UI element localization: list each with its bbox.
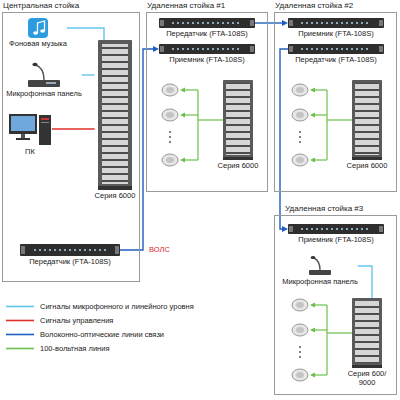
rack-icon xyxy=(352,80,382,160)
signal-line xyxy=(52,128,95,129)
icon-slot xyxy=(288,18,384,28)
icon-slot xyxy=(159,44,255,54)
microphone-icon xyxy=(309,256,331,275)
rack-icon xyxy=(352,298,382,368)
equipment-label: Фоновая музыка xyxy=(9,39,67,48)
fta-device xyxy=(288,44,384,54)
icon-slot xyxy=(28,18,48,38)
rack-region: Центральная стойкаФоновая музыкаМикрофон… xyxy=(2,12,140,282)
icon-slot xyxy=(20,244,120,256)
region-heading: Удаленная стойка #2 xyxy=(275,1,396,11)
connector-group xyxy=(255,20,288,26)
icon-slot xyxy=(352,80,382,160)
signal-line xyxy=(82,74,95,75)
signal-line xyxy=(255,22,282,23)
icon-slot xyxy=(22,62,66,88)
equipment-item: Передатчик (FTA-108S) xyxy=(20,244,120,266)
icon-slot xyxy=(8,112,52,146)
connector-group xyxy=(52,129,95,130)
equipment-label: Серия 6000 xyxy=(218,161,259,170)
equipment-item: Приемник (FTA-108S) xyxy=(288,18,384,38)
region-heading: Центральная стойка xyxy=(3,1,139,11)
icon-slot xyxy=(305,256,335,276)
arrowhead xyxy=(282,20,288,26)
speaker-arrow xyxy=(310,303,315,378)
rack-icon xyxy=(223,80,253,160)
speaker-arrow xyxy=(310,88,315,163)
rack-region: Удаленная стойка #1Передатчик (FTA-108S)… xyxy=(146,12,268,192)
legend-item: Сигналы микрофонного и линейного уровня xyxy=(40,302,194,311)
equipment-label: Серия 6000 xyxy=(347,161,388,170)
speaker-line xyxy=(185,90,223,160)
equipment-item: Микрофонная панель xyxy=(6,62,82,98)
connector-group xyxy=(67,28,104,40)
equipment-item: Передатчик (FTA-108S) xyxy=(159,18,255,38)
speaker-icon xyxy=(162,84,178,166)
rack-region: Удаленная стойка #3Приемник (FTA-108S)Ми… xyxy=(274,215,397,395)
equipment-label: Микрофонная панель xyxy=(282,277,358,286)
pc-icon xyxy=(9,114,51,145)
equipment-label: Передатчик (FTA-108S) xyxy=(295,55,377,64)
legend-text: 100-вольтная линия xyxy=(40,344,109,353)
fta-device xyxy=(159,18,255,28)
connector-group xyxy=(358,266,372,298)
equipment-item: Передатчик (FTA-108S) xyxy=(288,44,384,64)
signal-line xyxy=(358,266,372,298)
legend-item: Волоконно-оптические линии связи xyxy=(40,330,164,339)
legend-sample xyxy=(6,307,34,349)
icon-slot xyxy=(288,44,384,54)
equipment-label: Передатчик (FTA-108S) xyxy=(29,257,111,266)
region-heading: Удаленная стойка #1 xyxy=(147,1,267,11)
icon-slot xyxy=(223,80,253,160)
signal-line xyxy=(67,28,104,40)
equipment-label: Микрофонная панель xyxy=(6,89,82,98)
equipment-item: Приемник (FTA-108S) xyxy=(159,44,255,64)
equipment-item: Микрофонная панель xyxy=(282,256,358,286)
signal-line xyxy=(120,49,153,250)
speaker-arrow xyxy=(180,88,185,163)
icon-slot xyxy=(288,224,384,234)
equipment-item: ПК xyxy=(8,112,52,156)
legend-item: 100-вольтная линия xyxy=(40,344,109,353)
speaker-icon xyxy=(292,84,308,166)
legend-item: Сигналы управления xyxy=(40,316,113,325)
equipment-item: Серия 6000 xyxy=(218,80,259,170)
equipment-label: Серия 600/ 9000 xyxy=(343,369,391,387)
microphone-icon xyxy=(28,63,60,87)
rack-region: Удаленная стойка #2Приемник (FTA-108S)Пе… xyxy=(274,12,397,192)
equipment-label: Приемник (FTA-108S) xyxy=(298,235,373,244)
fta-device xyxy=(288,18,384,28)
legend-text: Сигналы управления xyxy=(40,316,113,325)
speaker-line xyxy=(315,305,352,375)
icon-slot xyxy=(352,298,382,368)
fta-device xyxy=(288,224,384,234)
equipment-item: Серия 6000 xyxy=(95,40,136,200)
equipment-label: Приемник (FTA-108S) xyxy=(169,55,244,64)
signal-line xyxy=(280,49,288,229)
rack-icon xyxy=(98,40,132,190)
icon-slot xyxy=(159,18,255,28)
equipment-item: Фоновая музыка xyxy=(9,18,67,48)
connector-group xyxy=(82,75,95,76)
music-icon xyxy=(28,18,48,38)
equipment-label: ПК xyxy=(25,147,35,156)
fta-device xyxy=(20,244,120,256)
speaker-icon xyxy=(292,299,308,381)
arrowhead xyxy=(153,46,159,52)
equipment-label: Серия 6000 xyxy=(95,191,136,200)
equipment-label: Приемник (FTA-108S) xyxy=(298,29,373,38)
region-heading: Удаленная стойка #3 xyxy=(285,204,400,214)
fta-device xyxy=(159,44,255,54)
equipment-label: Передатчик (FTA-108S) xyxy=(166,29,248,38)
icon-slot xyxy=(98,40,132,190)
equipment-item: Приемник (FTA-108S) xyxy=(288,224,384,244)
speaker-line xyxy=(315,90,352,160)
link-label: ВОЛС xyxy=(148,245,171,254)
arrowhead xyxy=(282,226,288,232)
legend-text: Сигналы микрофонного и линейного уровня xyxy=(40,302,194,311)
equipment-item: Серия 6000 xyxy=(347,80,388,170)
legend-text: Волоконно-оптические линии связи xyxy=(40,330,164,339)
equipment-item: Серия 600/ 9000 xyxy=(343,298,391,387)
